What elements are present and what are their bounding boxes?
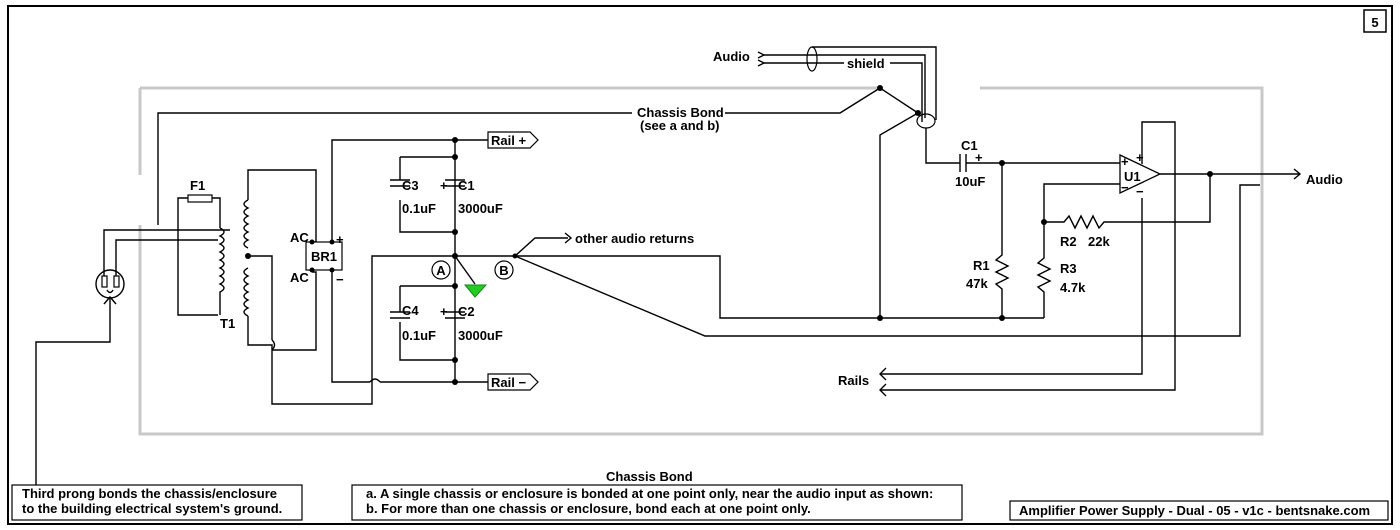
c3-value: 0.1uF — [402, 201, 436, 216]
sheet-border — [7, 5, 1393, 525]
sheet-number-box: 5 — [1363, 9, 1387, 33]
bond-note-title: Chassis Bond — [606, 469, 693, 484]
transformer-t1: T1 — [220, 169, 455, 405]
audio-input: Audio shield — [713, 46, 960, 164]
ground-icon — [463, 284, 488, 298]
mains-outlet — [35, 229, 230, 485]
t1-label: T1 — [220, 316, 235, 331]
c3-label: C3 — [402, 178, 419, 193]
ground-note-box: Third prong bonds the chassis/enclosure … — [11, 484, 303, 521]
bridge-rectifier-br1: BR1 AC AC + − — [290, 139, 488, 383]
filter-caps: C3 0.1uF + C1 3000uF C4 0.1uF + C2 3000u… — [390, 137, 503, 385]
c2-label: C2 — [458, 304, 475, 319]
bond-note-a: a. A single chassis or enclosure is bond… — [366, 486, 933, 501]
c1-left-value: 3000uF — [458, 201, 503, 216]
r1-label: R1 — [973, 258, 990, 273]
chassis-outline — [138, 86, 1264, 436]
c4-label: C4 — [402, 303, 419, 318]
r1-value: 47k — [966, 276, 988, 291]
bond-note-b: b. For more than one chassis or enclosur… — [366, 501, 811, 516]
fuse-f1: F1 — [177, 178, 225, 316]
br1-label: BR1 — [311, 249, 337, 264]
rails-label: Rails — [838, 373, 869, 388]
amp-stage: C1 + 10uF R1 47k R3 4.7k R2 22k U1 + − +… — [838, 121, 1343, 397]
u1-in-plus: + — [1121, 154, 1129, 169]
footer-title-box: Amplifier Power Supply - Dual - 05 - v1c… — [1009, 500, 1389, 521]
r3-label: R3 — [1060, 261, 1077, 276]
u1-supply-minus: − — [1136, 184, 1144, 199]
br1-minus: − — [336, 272, 344, 287]
other-returns-label: other audio returns — [575, 231, 694, 246]
rail-minus-label: Rail − — [491, 375, 526, 390]
audio-in-label: Audio — [713, 49, 750, 64]
r2-value: 22k — [1088, 234, 1110, 249]
c2-plus: + — [440, 304, 448, 319]
c1-left-label: C1 — [458, 178, 475, 193]
c1-right-label: C1 — [961, 138, 978, 153]
u1-supply-plus: + — [1136, 150, 1144, 165]
u1-in-minus: − — [1121, 180, 1129, 195]
c1-right-plus: + — [975, 150, 983, 165]
ground-note-line1: Third prong bonds the chassis/enclosure — [22, 486, 277, 501]
chassis-bond-link: Chassis Bond (see a and b) — [157, 85, 921, 318]
rail-plus-tag: Rail + — [487, 131, 539, 149]
f1-label: F1 — [190, 178, 205, 193]
bond-note-box: a. A single chassis or enclosure is bond… — [351, 484, 963, 521]
sheet-number: 5 — [1371, 15, 1378, 30]
ac-bottom-label: AC — [290, 270, 309, 285]
c1-plus: + — [440, 178, 448, 193]
node-a-label: A — [436, 263, 446, 278]
br1-plus: + — [336, 232, 344, 247]
rail-minus-tag: Rail − — [487, 373, 539, 391]
c2-value: 3000uF — [458, 328, 503, 343]
ac-top-label: AC — [290, 230, 309, 245]
ground-nodes: A B other audio returns — [431, 184, 1260, 337]
rail-plus-label: Rail + — [491, 133, 526, 148]
c1-right-value: 10uF — [955, 174, 985, 189]
chassis-bond-label: Chassis Bond — [637, 105, 724, 120]
r3-value: 4.7k — [1060, 280, 1086, 295]
audio-out-label: Audio — [1306, 172, 1343, 187]
node-b-label: B — [499, 263, 508, 278]
u1-label: U1 — [1124, 169, 1141, 184]
ground-note-line2: to the building electrical system's grou… — [22, 501, 282, 516]
c4-value: 0.1uF — [402, 328, 436, 343]
r2-label: R2 — [1060, 234, 1077, 249]
shield-label: shield — [847, 56, 885, 71]
see-ab-label: (see a and b) — [640, 118, 719, 133]
footer-title: Amplifier Power Supply - Dual - 05 - v1c… — [1019, 503, 1370, 518]
